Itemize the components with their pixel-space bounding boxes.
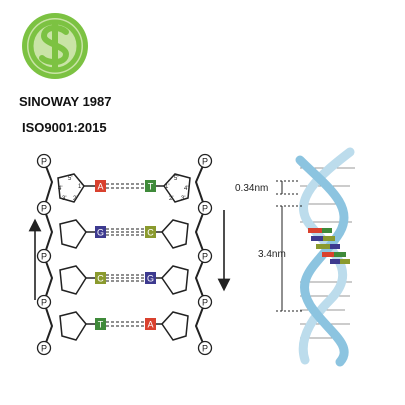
company-logo bbox=[22, 13, 88, 79]
svg-text:A: A bbox=[147, 320, 153, 330]
base-right bbox=[145, 272, 156, 284]
sugar bbox=[59, 219, 87, 249]
measure-small-bracket bbox=[276, 180, 300, 195]
brand-name: SINOWAY 1987 bbox=[19, 94, 112, 109]
svg-text:2': 2' bbox=[73, 196, 77, 202]
double-helix bbox=[295, 147, 355, 367]
phosphate: P bbox=[197, 200, 213, 216]
svg-text:5': 5' bbox=[68, 176, 72, 182]
base-pair-4: T A bbox=[95, 318, 156, 330]
svg-text:P: P bbox=[202, 252, 208, 262]
helix-base-pairs bbox=[308, 228, 350, 264]
base-left bbox=[95, 272, 106, 284]
sugar bbox=[59, 311, 87, 341]
svg-text:P: P bbox=[41, 204, 47, 214]
svg-text:4': 4' bbox=[58, 186, 62, 192]
base-right bbox=[145, 318, 156, 330]
svg-text:P: P bbox=[202, 204, 208, 214]
svg-text:5': 5' bbox=[174, 176, 178, 182]
svg-text:P: P bbox=[202, 157, 208, 167]
phosphate: P bbox=[36, 340, 52, 356]
svg-text:4': 4' bbox=[184, 186, 188, 192]
phosphate: P bbox=[36, 294, 52, 310]
base-stems bbox=[84, 185, 164, 325]
measure-small-label: 0.34nm bbox=[235, 183, 268, 194]
base-right bbox=[145, 180, 156, 192]
right-sugars bbox=[161, 173, 191, 341]
sugar bbox=[161, 265, 189, 295]
base-left bbox=[95, 180, 106, 192]
base-left bbox=[95, 318, 106, 330]
carbon-labels-left: 5' 4' 3' 2' 1' bbox=[58, 176, 82, 202]
svg-text:G: G bbox=[147, 274, 154, 284]
svg-text:C: C bbox=[97, 274, 104, 284]
phosphate: P bbox=[36, 200, 52, 216]
svg-text:P: P bbox=[41, 252, 47, 262]
svg-text:A: A bbox=[97, 182, 103, 192]
svg-text:P: P bbox=[202, 298, 208, 308]
sugar bbox=[161, 311, 189, 341]
svg-text:C: C bbox=[147, 228, 154, 238]
helix-strand-front bbox=[295, 155, 349, 367]
base-pair-1: A T bbox=[95, 180, 156, 192]
svg-text:2': 2' bbox=[169, 196, 173, 202]
svg-text:P: P bbox=[41, 157, 47, 167]
svg-text:P: P bbox=[41, 344, 47, 354]
phosphate: P bbox=[197, 248, 213, 264]
svg-text:P: P bbox=[41, 298, 47, 308]
phosphate: P bbox=[197, 340, 213, 356]
base-pair-2: G C bbox=[95, 226, 156, 238]
svg-text:1': 1' bbox=[165, 184, 169, 190]
svg-text:3': 3' bbox=[62, 196, 66, 202]
measure-large-label: 3.4nm bbox=[258, 249, 286, 260]
carbon-labels-right: 5' 4' 3' 2' 1' bbox=[165, 176, 188, 202]
left-phosphates: P P P P P bbox=[36, 153, 52, 356]
left-sugars bbox=[57, 173, 87, 341]
base-right bbox=[145, 226, 156, 238]
right-phosphates: P P P P P bbox=[197, 153, 213, 356]
svg-text:1': 1' bbox=[78, 184, 82, 190]
certification-label: ISO9001:2015 bbox=[22, 120, 107, 135]
svg-text:P: P bbox=[202, 344, 208, 354]
svg-text:G: G bbox=[97, 228, 104, 238]
measure-large-bracket bbox=[276, 205, 302, 312]
svg-text:T: T bbox=[98, 320, 104, 330]
sugar bbox=[163, 173, 191, 203]
svg-text:3': 3' bbox=[181, 196, 185, 202]
hydrogen-bonds bbox=[106, 183, 145, 327]
sugar bbox=[57, 173, 85, 203]
svg-text:T: T bbox=[148, 182, 154, 192]
logo-s-mark bbox=[39, 24, 70, 66]
phosphate: P bbox=[197, 153, 213, 169]
phosphate: P bbox=[36, 153, 52, 169]
phosphate: P bbox=[197, 294, 213, 310]
phosphate: P bbox=[36, 248, 52, 264]
sugar bbox=[59, 265, 87, 295]
sugar bbox=[161, 219, 189, 249]
base-pair-3: C G bbox=[95, 272, 156, 284]
dna-diagram: P P P P P P P P P P 5' 4' 3' 2' 1' 5' 4'… bbox=[28, 147, 355, 367]
base-left bbox=[95, 226, 106, 238]
